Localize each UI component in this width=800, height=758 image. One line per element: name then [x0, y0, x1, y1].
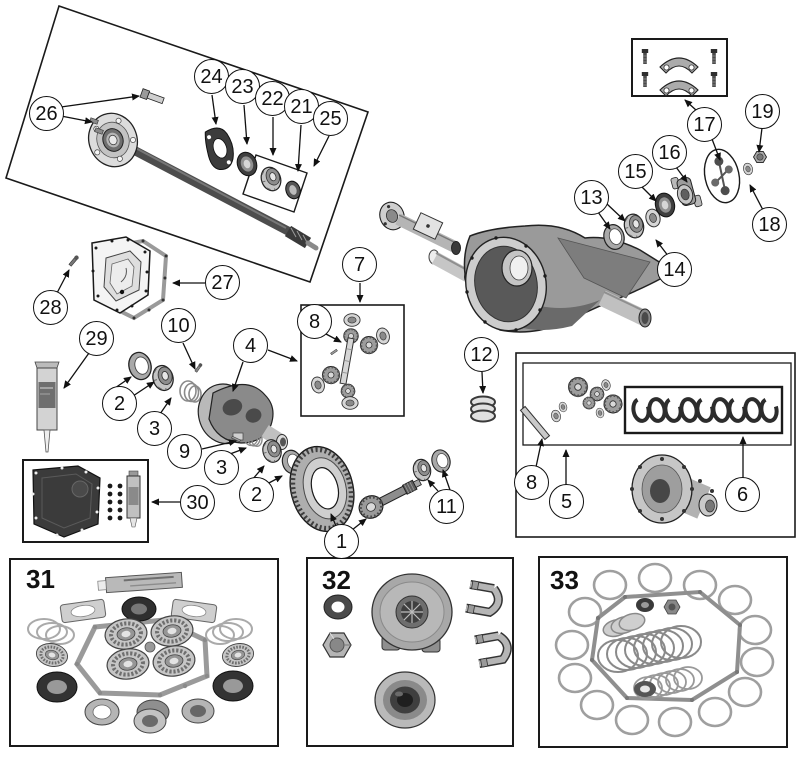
callout-26: 26	[29, 96, 64, 131]
kit-label-32: 32	[322, 565, 351, 595]
diff-cover	[68, 236, 169, 321]
callout-10: 10	[161, 308, 196, 343]
callout-19: 19	[745, 94, 780, 129]
trac-lok-kit	[519, 376, 781, 524]
callout-7: 7	[342, 247, 377, 282]
callout-14: 14	[657, 252, 692, 287]
pinion-yoke	[670, 176, 703, 208]
callout-5: 5	[549, 484, 584, 519]
callout-4: 4	[233, 328, 268, 363]
kit-label-31: 31	[26, 564, 55, 594]
callout-arrows	[56, 93, 765, 531]
pinion-nut	[752, 150, 768, 164]
spider-gear-set	[309, 313, 392, 410]
callout-2: 2	[102, 386, 137, 421]
callout-11: 11	[429, 489, 464, 524]
callout-16: 16	[652, 135, 687, 170]
shim-kit	[554, 562, 775, 738]
callout-2b: 2	[239, 477, 274, 512]
callout-23: 23	[225, 69, 260, 104]
cover-bolt	[68, 255, 79, 267]
callout-3b: 3	[204, 450, 239, 485]
ring-and-pinion	[289, 445, 422, 533]
callout-30: 30	[180, 485, 215, 520]
lsd-case	[630, 454, 718, 524]
axle-shaft-assembly	[87, 88, 319, 251]
callout-8: 8	[297, 304, 332, 339]
callout-28: 28	[33, 290, 68, 325]
callout-15: 15	[618, 154, 653, 189]
sealant-tube	[34, 361, 60, 453]
group-boxes	[5, 4, 796, 748]
pinion-bearings	[410, 447, 454, 484]
strap-kit	[641, 48, 718, 97]
callout-12: 12	[464, 337, 499, 372]
master-install-kit	[27, 571, 258, 734]
callout-8b: 8	[514, 465, 549, 500]
callout-6: 6	[725, 477, 760, 512]
callout-24: 24	[194, 59, 229, 94]
callout-17: 17	[687, 107, 722, 142]
u-joint	[703, 148, 741, 204]
callout-13: 13	[574, 180, 609, 215]
callout-18: 18	[752, 207, 787, 242]
differential-carrier	[197, 383, 288, 450]
clutch-discs	[629, 395, 781, 425]
callout-27: 27	[205, 265, 240, 300]
yoke-kit	[322, 573, 512, 729]
callout-29: 29	[79, 321, 114, 356]
preload-spring	[470, 395, 496, 423]
callout-1: 1	[324, 524, 359, 559]
callout-25: 25	[313, 101, 348, 136]
callout-9: 9	[167, 434, 202, 469]
kit-label-33: 33	[550, 565, 579, 595]
cover-kit	[31, 465, 141, 538]
carrier-assembly	[125, 349, 305, 477]
axle-gasket	[204, 127, 234, 170]
callout-3: 3	[137, 411, 172, 446]
pinion-parts-chain	[600, 148, 768, 253]
yoke-flange	[371, 573, 453, 653]
